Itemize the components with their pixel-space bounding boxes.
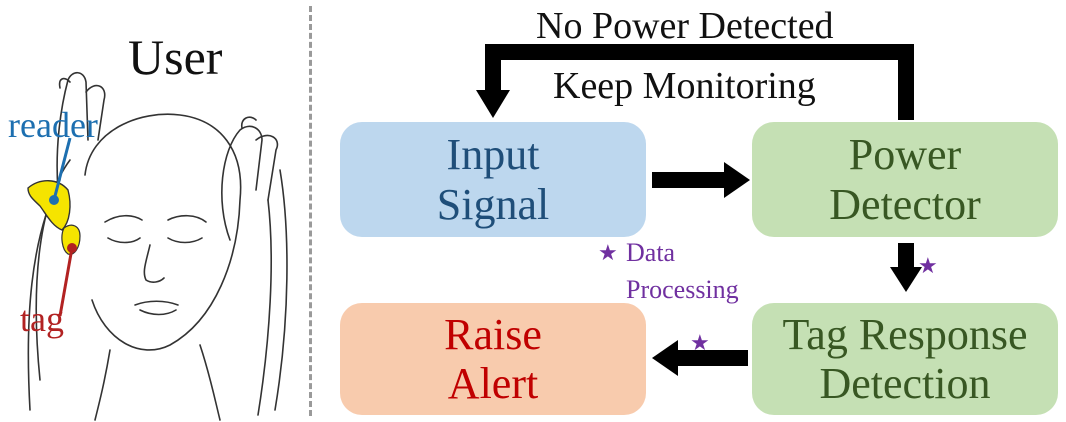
raise-alert-line1: Raise [444,309,542,359]
user-face-illustration [27,71,288,421]
power-detector-box: Power Detector [752,122,1058,237]
tag-response-detection-box: Tag Response Detection [752,303,1058,415]
data-processing-label-line2: Processing [626,275,739,304]
tag-to-alert-arrowhead [652,340,678,376]
raise-alert-line2: Alert [447,359,539,408]
power-to-tag-star-icon: ★ [918,253,938,278]
loop-top-label: No Power Detected [536,5,834,47]
power-to-tag-arrowhead [890,267,922,292]
tag-to-alert-arrow-shaft [676,350,748,366]
tag-response-line2: Detection [819,359,991,408]
reader-pointer-dot [49,195,59,205]
input-signal-box: Input Signal [340,122,646,237]
data-processing-star-icon: ★ [598,240,618,265]
data-processing-label-line1: Data [626,238,676,267]
loop-inner-label: Keep Monitoring [553,65,816,107]
reader-pointer-line [52,137,72,201]
tag-label: tag [20,299,64,339]
power-detector-line2: Detector [829,179,981,229]
panel-divider [309,6,312,416]
tag-pointer-line [58,247,74,317]
reader-label: reader [8,105,98,145]
input-to-power-arrowhead [724,162,750,198]
power-detector-line1: Power [848,130,962,180]
input-signal-line2: Signal [436,179,550,229]
tag-to-alert-star-icon: ★ [690,330,710,355]
input-signal-line1: Input [446,130,540,180]
power-to-tag-arrow-shaft [898,243,914,269]
raise-alert-box: Raise Alert [340,303,646,415]
tag-response-line1: Tag Response [782,309,1028,359]
input-to-power-arrow-shaft [652,172,726,188]
user-panel-title: User [128,29,223,85]
tag-pointer-dot [67,243,77,253]
loop-arrow-line [485,44,914,120]
loop-arrowhead [476,90,510,118]
